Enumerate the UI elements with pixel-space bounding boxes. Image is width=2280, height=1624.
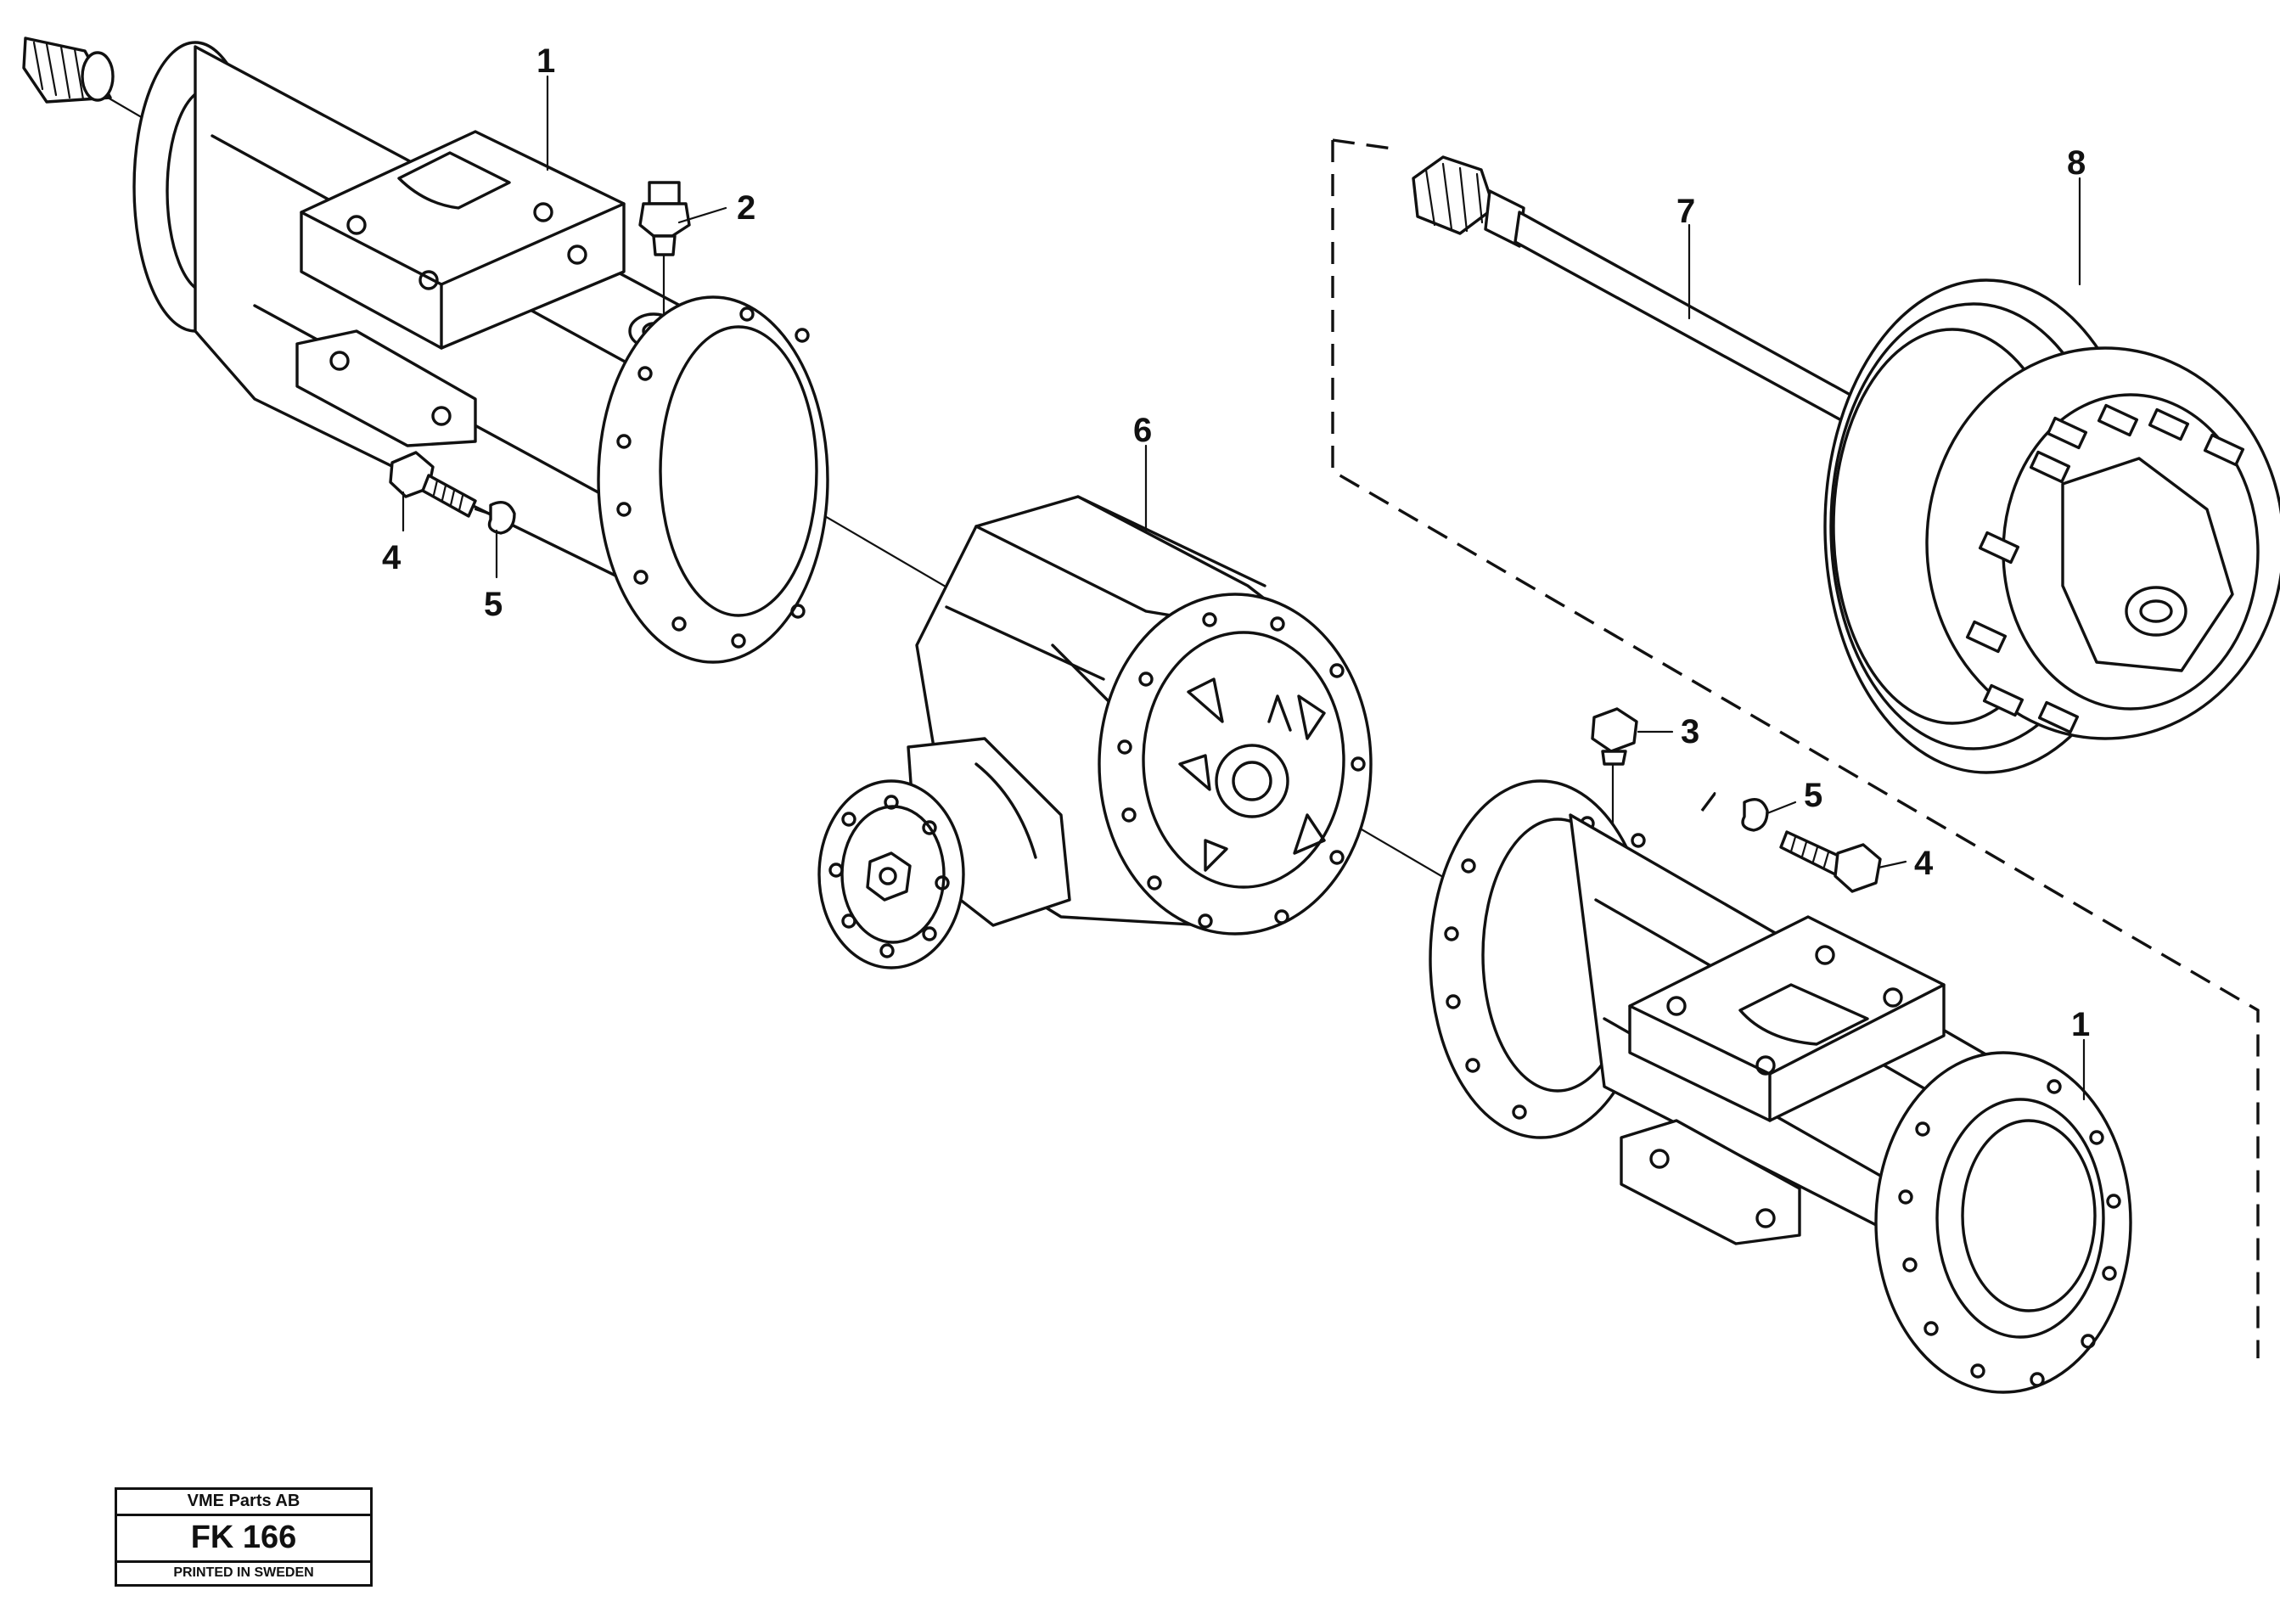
left-bolt-part-4 — [389, 451, 477, 518]
left-axle-housing — [22, 37, 829, 664]
right-washer-part-5 — [1741, 798, 1769, 832]
callout-5-left: 5 — [484, 586, 503, 623]
leader-lines — [402, 75, 2086, 1101]
stamp-company: VME Parts AB — [117, 1490, 370, 1516]
right-outer-flange-holes — [1898, 1079, 2121, 1387]
left-spline-shaft — [22, 37, 115, 104]
differential-carrier-part-6 — [817, 495, 1373, 969]
callout-6: 6 — [1133, 412, 1152, 449]
callout-1-right: 1 — [2071, 1006, 2090, 1043]
carrier-flange-holes — [1117, 612, 1366, 929]
callout-8: 8 — [2067, 144, 2086, 182]
callout-4-right: 4 — [1914, 845, 1934, 882]
drive-shaft-assembly-box — [1331, 138, 2260, 1358]
stamp-printed: PRINTED IN SWEDEN — [173, 1565, 314, 1580]
pinion-flange-holes — [828, 795, 950, 958]
left-flange-bolt-holes — [616, 306, 810, 649]
breather-part-2 — [638, 181, 691, 316]
callout-1-left: 1 — [536, 42, 555, 80]
callout-2: 2 — [737, 189, 755, 227]
wheel-studs — [1965, 403, 2245, 734]
right-axle-housing — [1429, 779, 2132, 1394]
wheel-hub-part-8 — [1823, 278, 2280, 774]
title-block-stamp: VME Parts AB FK 166 PRINTED IN SWEDEN — [115, 1487, 373, 1587]
left-washer-part-5 — [474, 501, 516, 535]
callout-3: 3 — [1681, 713, 1699, 750]
callout-labels: 1 2 4 5 6 7 8 3 5 4 1 — [382, 42, 2090, 1043]
stamp-code: FK 166 — [117, 1516, 370, 1563]
callout-5-right: 5 — [1804, 777, 1822, 814]
right-inner-flange-holes — [1444, 816, 1646, 1120]
callout-4-left: 4 — [382, 539, 402, 576]
drive-shaft-part-7 — [1412, 155, 1890, 443]
right-bolt-part-4 — [1779, 830, 1882, 893]
callout-7: 7 — [1676, 193, 1695, 230]
